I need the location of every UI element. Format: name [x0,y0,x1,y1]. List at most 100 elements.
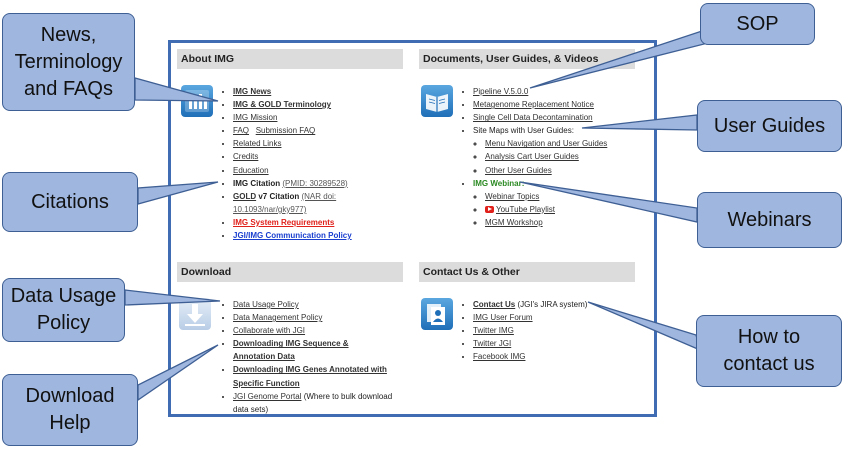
mission-link[interactable]: IMG Mission [233,113,278,123]
education-link[interactable]: Education [233,165,269,175]
pointer-news [134,77,219,102]
jira-note: (JGI's JIRA system) [515,300,588,309]
submission-faq-link[interactable]: Submission FAQ [255,126,316,136]
pmid-link[interactable]: (PMID: 30289528) [282,178,348,188]
about-img-list: IMG News IMG & GOLD Terminology IMG Miss… [221,85,423,242]
list-item: Data Management Policy [233,311,423,324]
img-news-link[interactable]: IMG News [233,87,272,96]
callout-sop: SOP [700,3,815,45]
list-item: Other User Guides [485,164,663,177]
pointer-citations [137,181,219,205]
download-arrow-icon [179,298,211,330]
list-item: Contact Us (JGI's JIRA system) [473,298,663,311]
pipeline-link[interactable]: Pipeline V.5.0.0 [473,87,529,96]
gold-v7-label: v7 Citation [256,191,300,201]
img-citation-label: IMG Citation [233,178,281,188]
nar-doi-link-cont[interactable]: 10.1093/nar/gky977) [233,204,307,214]
list-item: IMG User Forum [473,311,663,324]
collaborate-link[interactable]: Collaborate with JGI [233,326,306,336]
callout-news-line1: News, [40,23,97,46]
data-management-policy-link[interactable]: Data Management Policy [233,313,323,323]
callout-news-line3: and FAQs [24,77,113,100]
callout-user-guides: User Guides [697,100,842,152]
download-sequence-link-cont[interactable]: Annotation Data [233,352,295,362]
download-list: Data Usage Policy Data Management Policy… [221,298,423,416]
callout-sop-text: SOP [736,12,779,35]
genome-portal-link[interactable]: JGI Genome Portal [233,391,302,401]
site-maps-sublist: Menu Navigation and User Guides Analysis… [473,137,663,176]
pointer-data-usage [124,289,221,306]
img-info-panel: About IMG IMG News IMG & GOLD Terminolog… [168,40,657,417]
download-genes-link[interactable]: Downloading IMG Genes Annotated with [233,365,387,375]
system-requirements-link[interactable]: IMG System Requirements [233,217,335,227]
webinar-label: IMG Webinar: [473,178,525,188]
list-item: Analysis Cart User Guides [485,150,663,163]
list-item: Downloading IMG Sequence & Annotation Dat… [233,337,423,363]
metagenome-notice-link[interactable]: Metagenome Replacement Notice [473,100,594,110]
credits-link[interactable]: Credits [233,152,259,162]
callout-download-help-line1: Download [25,385,115,407]
list-item: Twitter JGI [473,337,663,350]
analysis-cart-link[interactable]: Analysis Cart User Guides [485,152,579,162]
list-item: IMG News [233,85,423,98]
callout-webinars-text: Webinars [727,208,812,231]
data-usage-policy-link[interactable]: Data Usage Policy [233,300,299,309]
other-guides-link[interactable]: Other User Guides [485,165,552,175]
gold-link[interactable]: GOLD [233,191,257,201]
list-item: Single Cell Data Decontamination [473,111,663,124]
list-item: IMG System Requirements [233,216,423,229]
site-maps-label: Site Maps with User Guides: [473,126,574,136]
pointer-user-guides [581,114,698,131]
download-header: Download [177,262,403,282]
list-item: IMG Webinar: Webinar Topics YouTube Play… [473,177,663,229]
mgm-workshop-link[interactable]: MGM Workshop [485,217,543,227]
about-img-section: About IMG [177,49,403,69]
pointer-download-help [137,344,219,402]
single-cell-link[interactable]: Single Cell Data Decontamination [473,113,593,123]
youtube-playlist-link[interactable]: YouTube Playlist [496,204,555,214]
user-forum-link[interactable]: IMG User Forum [473,313,533,323]
list-item: FAQ Submission FAQ [233,124,423,137]
list-item: Menu Navigation and User Guides [485,137,663,150]
webinar-topics-link[interactable]: Webinar Topics [485,191,540,201]
callout-citations: Citations [2,172,138,232]
list-item: Data Usage Policy [233,298,423,311]
list-item: IMG & GOLD Terminology [233,98,423,111]
menu-navigation-link[interactable]: Menu Navigation and User Guides [485,139,608,149]
download-sequence-link[interactable]: Downloading IMG Sequence & [233,339,349,349]
list-item: Credits [233,150,423,163]
list-item: Twitter IMG [473,324,663,337]
nar-doi-link[interactable]: (NAR doi: [301,191,337,201]
list-item: MGM Workshop [485,216,663,229]
terminology-link[interactable]: IMG & GOLD Terminology [233,100,332,110]
book-icon [421,85,453,117]
faq-link[interactable]: FAQ [233,126,250,136]
list-item: Pipeline V.5.0.0 [473,85,663,98]
contact-us-link[interactable]: Contact Us [473,300,516,309]
twitter-img-link[interactable]: Twitter IMG [473,326,514,336]
related-links-link[interactable]: Related Links [233,139,282,149]
facebook-img-link[interactable]: Facebook IMG [473,352,526,362]
list-item: GOLD v7 Citation (NAR doi: 10.1093/nar/gk… [233,190,423,216]
callout-user-guides-text: User Guides [713,114,826,137]
list-item: Metagenome Replacement Notice [473,98,663,111]
list-item: Webinar Topics [485,190,663,203]
contact-card-icon [421,298,453,330]
list-item: IMG Mission [233,111,423,124]
callout-citations-text: Citations [31,190,109,213]
pointer-webinars [519,181,698,223]
list-item: Site Maps with User Guides: Menu Navigat… [473,124,663,176]
download-genes-link-cont[interactable]: Specific Function [233,378,300,388]
list-item: JGI/IMG Communication Policy [233,229,423,242]
webinar-sublist: Webinar Topics YouTube Playlist MGM Work… [473,190,663,229]
pointer-sop [529,29,713,89]
contact-list: Contact Us (JGI's JIRA system) IMG User … [461,298,663,363]
communication-policy-link[interactable]: JGI/IMG Communication Policy [233,231,352,241]
list-item: Related Links [233,137,423,150]
callout-contact-line2: contact us [723,353,815,375]
portal-note: (Where to bulk download [301,391,393,401]
twitter-jgi-link[interactable]: Twitter JGI [473,339,512,349]
